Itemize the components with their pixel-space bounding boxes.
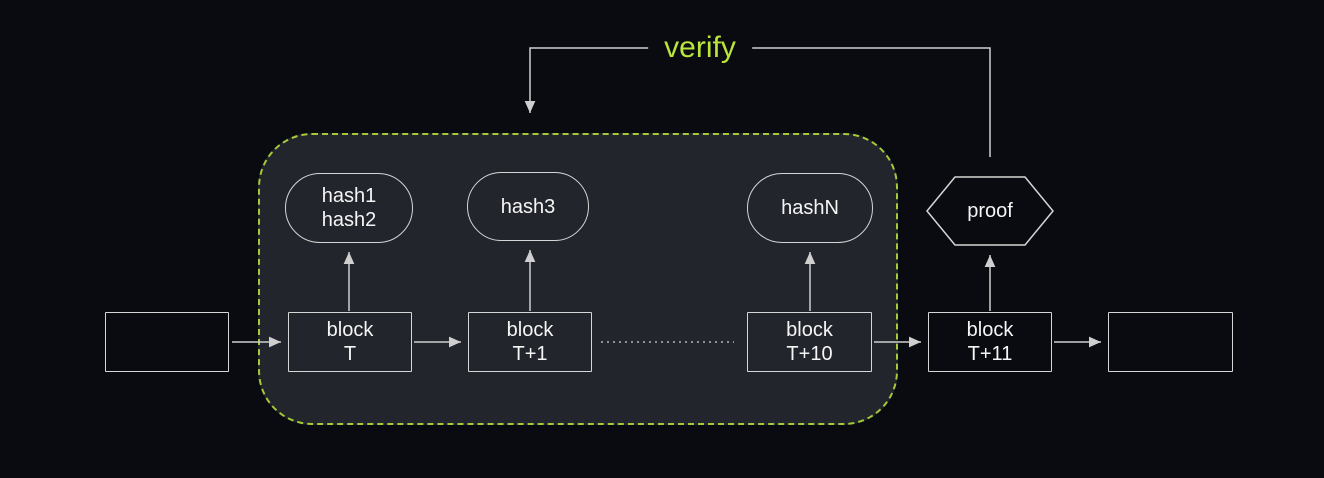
verify-label: verify — [648, 31, 752, 65]
hexagon-outline — [926, 176, 1054, 246]
hash-node-label: hash1 — [321, 185, 377, 207]
hash-node-1-2: hash1 hash2 — [285, 173, 413, 243]
empty-block-right — [1108, 312, 1233, 372]
block-label: block — [786, 319, 833, 341]
proof-node: proof — [925, 175, 1055, 247]
block-t-plus-1: block T+1 — [468, 312, 592, 372]
block-label: T+11 — [967, 343, 1013, 365]
block-label: block — [506, 319, 554, 341]
block-t-plus-11: block T+11 — [928, 312, 1052, 372]
block-label: T+1 — [512, 343, 548, 365]
block-label: T+10 — [786, 343, 833, 365]
block-t: block T — [288, 312, 412, 372]
hash-node-n: hashN — [747, 173, 873, 243]
proof-node-label: proof — [967, 200, 1013, 222]
block-label: T — [343, 343, 357, 365]
hash-node-label: hash2 — [321, 209, 377, 231]
hash-node-label: hash3 — [500, 195, 556, 218]
block-label: block — [966, 319, 1014, 341]
hash-node-3: hash3 — [467, 172, 589, 241]
verify-route-line — [524, 47, 991, 157]
block-label: block — [326, 319, 374, 341]
hash-node-label: hashN — [781, 197, 839, 219]
empty-block-left — [105, 312, 229, 372]
block-t-plus-10: block T+10 — [747, 312, 872, 372]
